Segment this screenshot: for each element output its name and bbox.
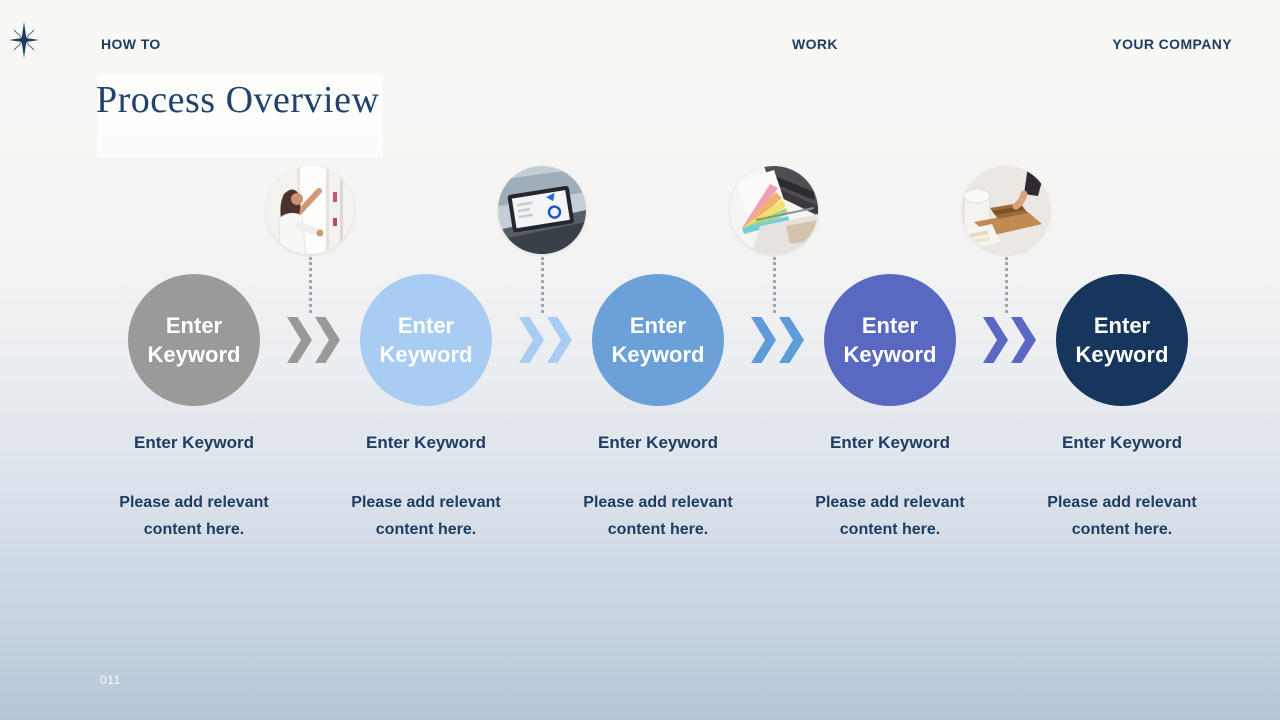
printer-color-swatches-image (730, 166, 818, 254)
step-circle-label: Enter Keyword (843, 312, 937, 367)
sparkle-icon (9, 22, 39, 58)
chevron-arrow-1 (287, 317, 340, 363)
step-heading[interactable]: Enter Keyword (1062, 433, 1182, 452)
page-number: 011 (100, 673, 121, 687)
chevron-icon (779, 317, 804, 363)
header-label-work[interactable]: WORK (792, 36, 838, 52)
header-label-how-to[interactable]: HOW TO (101, 36, 161, 52)
step-text-column-3: Enter Keyword Please add relevant conten… (568, 433, 748, 543)
dotted-connector-line (1005, 257, 1008, 313)
step-heading[interactable]: Enter Keyword (366, 433, 486, 452)
chevron-arrow-3 (751, 317, 804, 363)
chevron-icon (751, 317, 776, 363)
dotted-connector-line (773, 257, 776, 313)
chevron-icon (315, 317, 340, 363)
step-circle-label: Enter Keyword (147, 312, 241, 367)
step-text-column-4: Enter Keyword Please add relevant conten… (800, 433, 980, 543)
step-body[interactable]: Please add relevant content here. (351, 494, 501, 538)
step-heading[interactable]: Enter Keyword (598, 433, 718, 452)
step-circle-3[interactable]: Enter Keyword (592, 274, 724, 406)
chevron-icon (983, 317, 1008, 363)
chevron-icon (287, 317, 312, 363)
chevron-arrow-2 (519, 317, 572, 363)
chevron-icon (519, 317, 544, 363)
step-body[interactable]: Please add relevant content here. (119, 494, 269, 538)
chevron-icon (547, 317, 572, 363)
photo-woman-at-whiteboard[interactable] (266, 166, 354, 254)
step-body[interactable]: Please add relevant content here. (583, 494, 733, 538)
step-circle-label: Enter Keyword (1075, 312, 1169, 367)
step-circle-4[interactable]: Enter Keyword (824, 274, 956, 406)
step-body[interactable]: Please add relevant content here. (1047, 494, 1197, 538)
step-circle-5[interactable]: Enter Keyword (1056, 274, 1188, 406)
tablet-control-screen-image (498, 166, 586, 254)
woman-at-whiteboard-image (266, 166, 354, 254)
title-backdrop (97, 74, 383, 158)
step-text-column-2: Enter Keyword Please add relevant conten… (336, 433, 516, 543)
header-label-company[interactable]: YOUR COMPANY (1112, 36, 1232, 52)
photo-tablet-control-screen[interactable] (498, 166, 586, 254)
step-heading[interactable]: Enter Keyword (830, 433, 950, 452)
step-circle-1[interactable]: Enter Keyword (128, 274, 260, 406)
step-text-column-1: Enter Keyword Please add relevant conten… (104, 433, 284, 543)
step-circle-label: Enter Keyword (379, 312, 473, 367)
hands-packing-box-image (962, 166, 1050, 254)
dotted-connector-line (309, 257, 312, 313)
page-title[interactable]: Process Overview (96, 79, 380, 121)
dotted-connector-line (541, 257, 544, 313)
step-body[interactable]: Please add relevant content here. (815, 494, 965, 538)
step-text-column-5: Enter Keyword Please add relevant conten… (1032, 433, 1212, 543)
chevron-icon (1011, 317, 1036, 363)
step-circle-2[interactable]: Enter Keyword (360, 274, 492, 406)
photo-hands-packing-box[interactable] (962, 166, 1050, 254)
step-circle-label: Enter Keyword (611, 312, 705, 367)
photo-printer-color-swatches[interactable] (730, 166, 818, 254)
chevron-arrow-4 (983, 317, 1036, 363)
step-heading[interactable]: Enter Keyword (134, 433, 254, 452)
